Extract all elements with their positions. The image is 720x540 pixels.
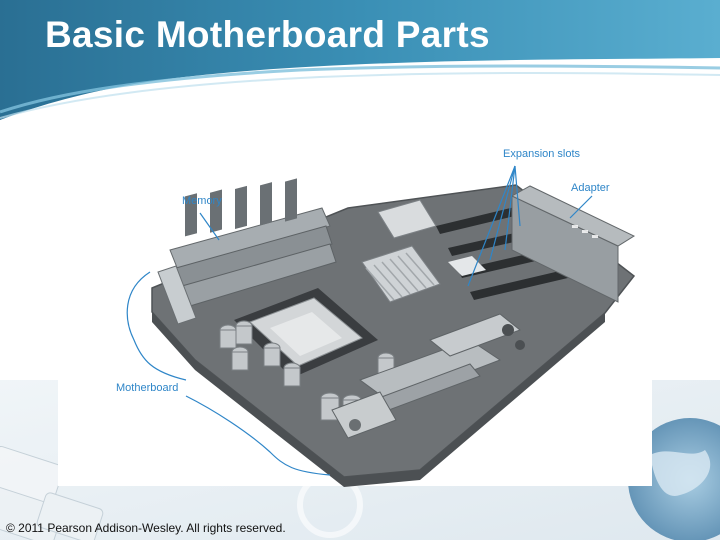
label-adapter: Adapter — [571, 182, 610, 194]
memory-modules — [157, 178, 337, 325]
copyright-notice: © 2011 Pearson Addison-Wesley. All right… — [6, 521, 286, 535]
label-expansion-slots: Expansion slots — [503, 148, 581, 160]
label-memory: Memory — [182, 195, 222, 207]
chipset-heatsink — [361, 199, 441, 303]
leader-lines — [126, 165, 593, 476]
page-title: Basic Motherboard Parts — [45, 14, 490, 55]
adapter-card — [510, 185, 636, 303]
back-panel-io — [331, 313, 525, 439]
title-banner — [0, 0, 720, 120]
label-motherboard: Motherboard — [116, 382, 179, 394]
cpu-socket — [234, 288, 378, 378]
